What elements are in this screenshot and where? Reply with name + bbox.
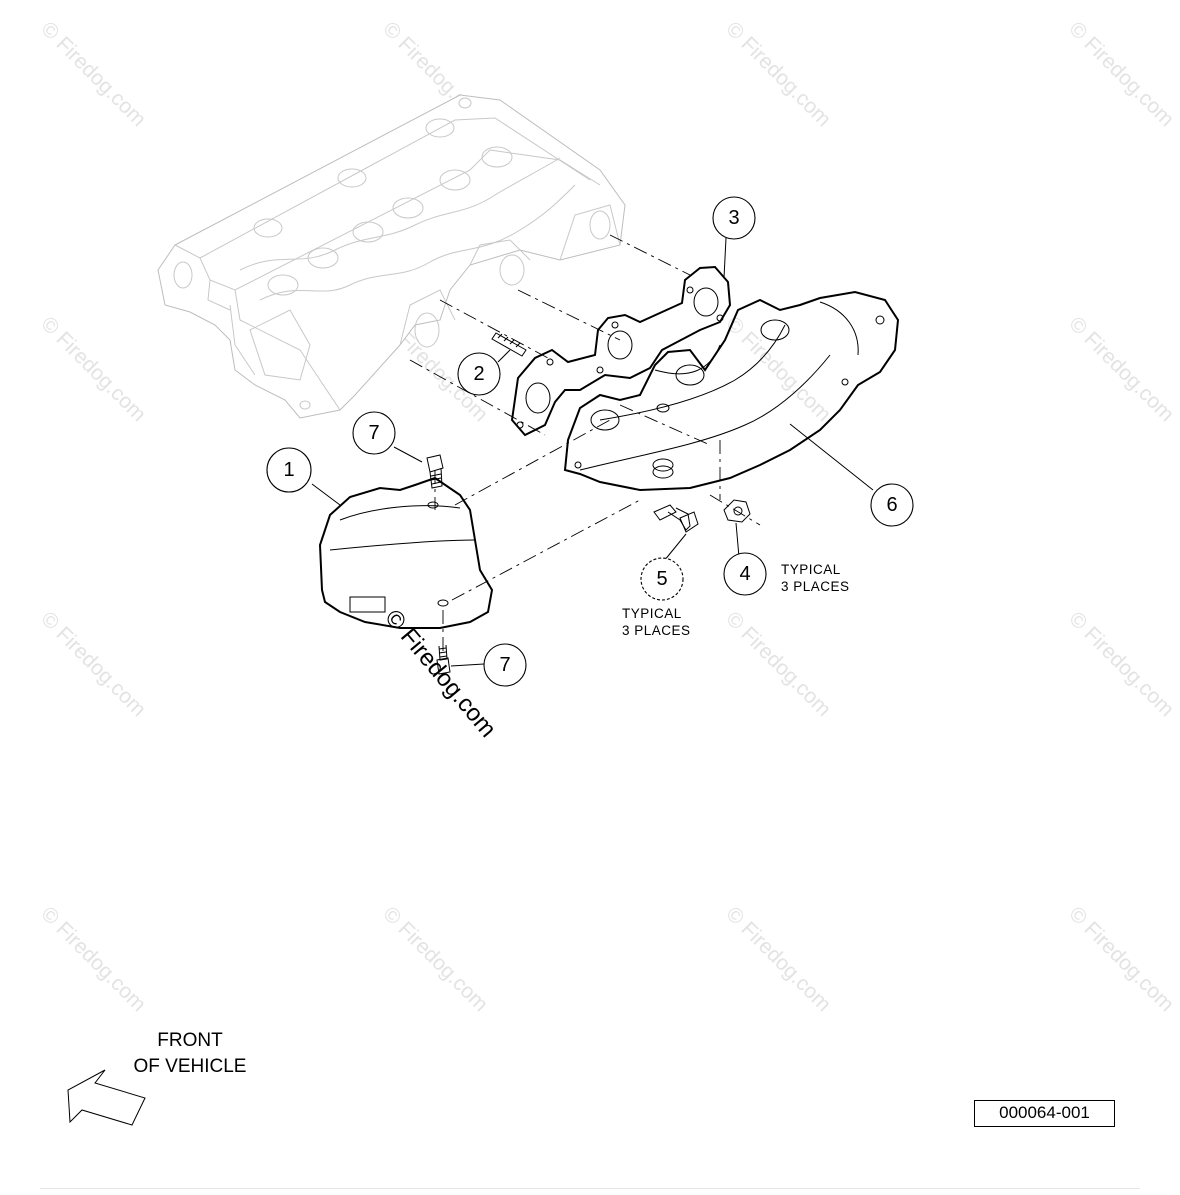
watermark: © Firedog.com — [36, 17, 150, 131]
front-of-vehicle-label: FRONT OF VEHICLE — [110, 1028, 270, 1080]
callout-3-number: 3 — [728, 207, 739, 229]
watermark: © Firedog.com — [36, 312, 150, 426]
watermark: © Firedog.com — [1064, 607, 1178, 721]
watermark: © Firedog.com — [36, 607, 150, 721]
front-label-line2: OF VEHICLE — [133, 1056, 247, 1077]
callout-7-top-number: 7 — [368, 422, 379, 444]
callout-4: 4 — [723, 552, 767, 596]
exhaust-gasket — [510, 265, 732, 437]
callout-7-top: 7 — [352, 411, 396, 455]
callout-2: 2 — [457, 352, 501, 396]
watermark: © Firedog.com — [1064, 902, 1178, 1016]
callout-7-bottom: 7 — [483, 643, 527, 687]
figure-number: 000064-001 — [974, 1100, 1115, 1127]
stud — [491, 332, 527, 357]
bolt-bottom — [436, 644, 451, 675]
watermark: © Firedog.com — [721, 902, 835, 1016]
callout-5: 5 — [640, 557, 684, 601]
note-4-line1: TYPICAL — [781, 562, 841, 577]
exhaust-manifold — [563, 290, 900, 492]
callout-3: 3 — [712, 196, 756, 240]
callout-5-number: 5 — [656, 568, 667, 590]
watermark: © Firedog.com — [36, 902, 150, 1016]
note-typical-5: TYPICAL 3 PLACES — [622, 606, 691, 638]
front-arrow-icon — [67, 1069, 146, 1126]
callout-2-number: 2 — [473, 363, 484, 385]
callout-6: 6 — [870, 483, 914, 527]
note-5-line1: TYPICAL — [622, 606, 682, 621]
note-4-line2: 3 PLACES — [781, 579, 850, 594]
callout-6-number: 6 — [886, 494, 897, 516]
watermark: © Firedog.com — [1064, 17, 1178, 131]
bottom-divider — [40, 1188, 1140, 1189]
watermark: © Firedog.com — [378, 902, 492, 1016]
callout-1: 1 — [266, 447, 312, 493]
callout-7-bottom-number: 7 — [499, 654, 510, 676]
cylinder-head — [157, 94, 626, 419]
callout-4-number: 4 — [739, 563, 750, 585]
alignment-lines — [409, 234, 761, 655]
note-5-line2: 3 PLACES — [622, 623, 691, 638]
bolt-top — [426, 454, 444, 489]
heat-shield — [318, 476, 494, 629]
flange-nut — [723, 499, 751, 523]
front-label-line1: FRONT — [157, 1030, 223, 1051]
note-typical-4: TYPICAL 3 PLACES — [781, 562, 850, 594]
callout-1-number: 1 — [283, 459, 294, 481]
watermark-prominent: © Firedog.com — [379, 605, 501, 743]
watermark: © Firedog.com — [1064, 312, 1178, 426]
flange-bolt — [653, 504, 699, 533]
leader-lines — [311, 237, 874, 667]
watermark: © Firedog.com — [721, 607, 835, 721]
watermark: © Firedog.com — [721, 17, 835, 131]
watermark-layer: © Firedog.com © Firedog.com © Firedog.co… — [36, 17, 1178, 1016]
